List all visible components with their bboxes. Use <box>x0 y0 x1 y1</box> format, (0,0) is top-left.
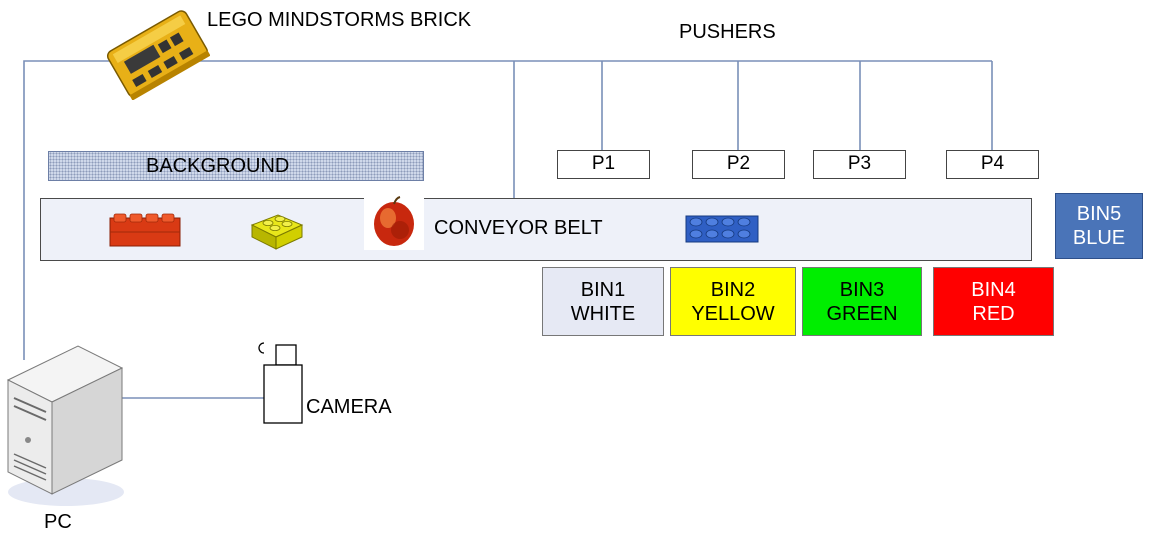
bin3-green: BIN3 GREEN <box>802 267 922 336</box>
bin3-id: BIN3 <box>840 278 884 302</box>
red-lego-brick-icon <box>108 212 182 248</box>
bin2-yellow: BIN2 YELLOW <box>670 267 796 336</box>
bin2-id: BIN2 <box>711 278 755 302</box>
bin5-blue: BIN5 BLUE <box>1055 193 1143 259</box>
lego-mindstorms-brick-icon <box>104 6 210 100</box>
camera-label: CAMERA <box>306 397 392 417</box>
background-label: BACKGROUND <box>146 156 289 176</box>
bin1-id: BIN1 <box>581 278 625 302</box>
red-apple-icon <box>364 194 424 250</box>
bin1-color-name: WHITE <box>571 302 635 326</box>
lego-brick-label: LEGO MINDSTORMS BRICK <box>207 10 471 30</box>
bin4-color-name: RED <box>972 302 1014 326</box>
pushers-label: PUSHERS <box>679 22 776 42</box>
blue-lego-brick-icon <box>684 212 760 244</box>
bin5-color-name: BLUE <box>1073 226 1125 250</box>
pusher-p1: P1 <box>557 150 650 179</box>
conveyor-belt-label: CONVEYOR BELT <box>434 218 603 238</box>
pc-tower-icon <box>2 342 126 508</box>
bin3-color-name: GREEN <box>826 302 897 326</box>
bin5-id: BIN5 <box>1077 202 1121 226</box>
bin4-red: BIN4 RED <box>933 267 1054 336</box>
bin2-color-name: YELLOW <box>691 302 774 326</box>
bin4-id: BIN4 <box>971 278 1015 302</box>
pusher-p2: P2 <box>692 150 785 179</box>
bin1-white: BIN1 WHITE <box>542 267 664 336</box>
yellow-lego-brick-icon <box>248 207 304 251</box>
pusher-p4: P4 <box>946 150 1039 179</box>
pusher-p3: P3 <box>813 150 906 179</box>
pc-label: PC <box>44 512 72 532</box>
camera-icon <box>250 335 310 427</box>
